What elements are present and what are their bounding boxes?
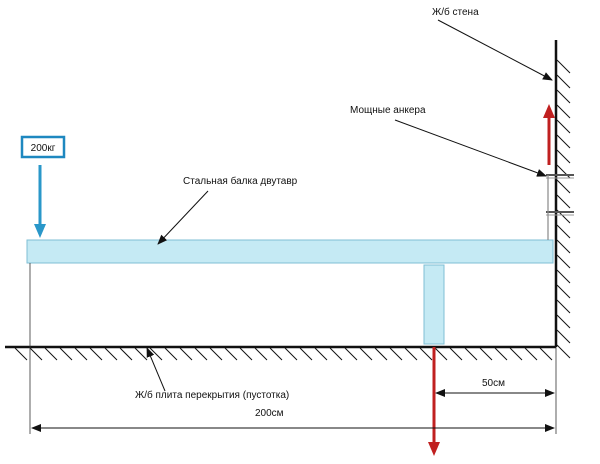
floor-hatch-stroke [89, 347, 103, 361]
wall-hatch-stroke [556, 344, 571, 359]
floor-hatch-stroke [419, 347, 433, 361]
wall-hatch-stroke [556, 59, 571, 74]
load-label-box [20, 135, 66, 159]
floor-hatching [14, 347, 553, 361]
floor-hatch-stroke [164, 347, 178, 361]
floor-hatch-stroke [209, 347, 223, 361]
floor-hatch-stroke [179, 347, 193, 361]
wall-hatch-stroke [556, 224, 571, 239]
post-support [423, 264, 445, 345]
reaction-arrow-down-head [428, 442, 440, 456]
wall-hatch-stroke [556, 299, 571, 314]
floor-hatch-stroke [329, 347, 343, 361]
floor-hatch-stroke [359, 347, 373, 361]
floor-hatch-stroke [434, 347, 448, 361]
floor-hatch-stroke [479, 347, 493, 361]
floor-hatch-stroke [404, 347, 418, 361]
floor-hatch-stroke [509, 347, 523, 361]
floor-hatch-stroke [239, 347, 253, 361]
wall-hatch-stroke [556, 74, 571, 89]
floor-hatch-stroke [224, 347, 238, 361]
floor-hatch-stroke [449, 347, 463, 361]
reaction-arrow-up-head [543, 104, 555, 118]
floor-hatch-stroke [314, 347, 328, 361]
floor-hatch-stroke [194, 347, 208, 361]
wall-hatch-stroke [556, 284, 571, 299]
floor-hatch-stroke [464, 347, 478, 361]
wall-hatch-stroke [556, 89, 571, 104]
wall-hatch-stroke [556, 239, 571, 254]
floor-hatch-stroke [374, 347, 388, 361]
anchors-leader [394, 119, 547, 177]
floor-hatch-stroke [29, 347, 43, 361]
wall-label: Ж/б стена [432, 6, 479, 18]
wall-hatch-stroke [556, 149, 571, 164]
wall-hatch-stroke [556, 164, 571, 179]
floor-hatch-stroke [539, 347, 553, 361]
beam-leader [157, 190, 209, 245]
dim-short-label: 50см [482, 378, 505, 389]
floor-hatch-stroke [14, 347, 28, 361]
floor-hatch-stroke [59, 347, 73, 361]
wall-hatch-stroke [556, 134, 571, 149]
anchors-label: Мощные анкера [350, 105, 426, 116]
floor-hatch-stroke [104, 347, 118, 361]
floor-hatch-stroke [344, 347, 358, 361]
load-label: 200кг [31, 143, 56, 154]
floor-hatch-stroke [44, 347, 58, 361]
wall-hatch-stroke [556, 254, 571, 269]
beam-label: Стальная балка двутавр [183, 175, 298, 187]
floor-hatch-stroke [494, 347, 508, 361]
floor-hatch-stroke [254, 347, 268, 361]
wall-leader [437, 19, 553, 81]
steel-beam [26, 239, 554, 264]
floor-hatch-stroke [134, 347, 148, 361]
wall-hatch-stroke [556, 314, 571, 329]
wall-hatch-stroke [556, 119, 571, 134]
floor-hatch-stroke [524, 347, 538, 361]
floor-hatch-stroke [299, 347, 313, 361]
floor-hatch-stroke [284, 347, 298, 361]
slab-label: Ж/б плита перекрытия (пустотка) [135, 389, 289, 401]
wall-hatching [556, 59, 571, 359]
floor-hatch-stroke [74, 347, 88, 361]
slab-leader [146, 347, 166, 392]
wall-hatch-stroke [556, 179, 571, 194]
wall-hatch-stroke [556, 104, 571, 119]
wall-hatch-stroke [556, 269, 571, 284]
dim-total-label: 200см [255, 408, 284, 419]
floor-hatch-stroke [269, 347, 283, 361]
load-arrow-head [34, 224, 46, 238]
floor-hatch-stroke [389, 347, 403, 361]
floor-hatch-stroke [119, 347, 133, 361]
wall-hatch-stroke [556, 194, 571, 209]
wall-hatch-stroke [556, 329, 571, 344]
